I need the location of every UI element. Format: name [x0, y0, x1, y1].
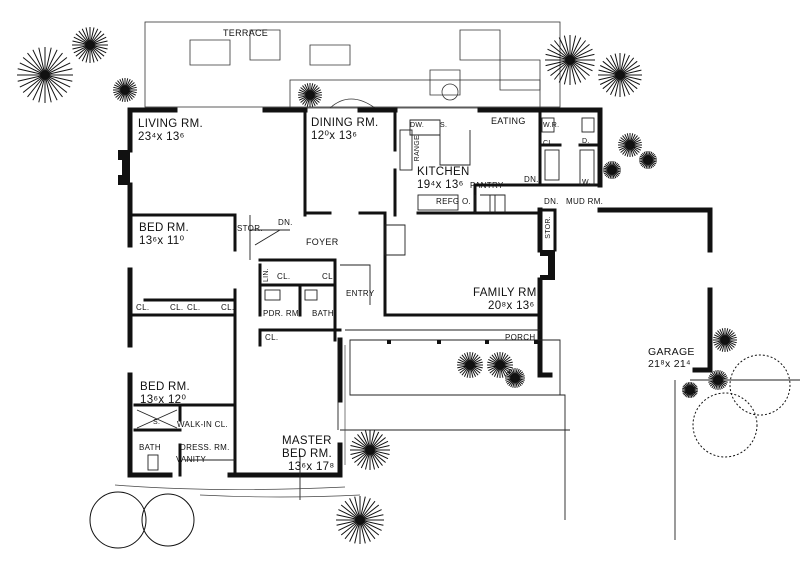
tree-icon	[505, 368, 525, 388]
hall-bath-label: BATH	[312, 309, 334, 318]
porch-posts	[387, 340, 538, 344]
tree-icon	[545, 35, 595, 85]
dressing-room-label: DRESS. RM.	[180, 443, 230, 452]
terrace	[144, 21, 561, 108]
closet-label: CL.	[187, 303, 201, 312]
garage-size: 21⁸x 21⁴	[648, 358, 691, 370]
eating-label: EATING	[491, 116, 526, 126]
hall-closet-label: CL.	[277, 272, 291, 281]
master-closet-label: CL.	[265, 333, 279, 342]
tree-icon	[618, 133, 642, 157]
bedroom-1-label: BED RM.	[139, 222, 190, 234]
planting-bed	[289, 79, 541, 109]
dining-room-label: DINING RM.	[311, 117, 379, 129]
linen-label: LIN.	[263, 268, 270, 283]
storage-label: STOR.	[545, 216, 552, 239]
stairs-down-label: DN.	[278, 218, 293, 227]
tree-canopy-icon	[141, 493, 195, 547]
garage-label: GARAGE	[648, 346, 695, 358]
stairs-down-label: DN.	[544, 197, 559, 206]
trees	[17, 27, 791, 549]
tree-icon	[457, 352, 483, 378]
washroom-label: W.R.	[543, 122, 560, 129]
tree-canopy-icon	[729, 354, 791, 416]
mud-room-label: MUD RM.	[566, 197, 604, 206]
refrigerator-label: REFG O.	[436, 197, 471, 206]
mud-closet-label: CL.	[543, 140, 555, 147]
closet-label: CL.	[170, 303, 184, 312]
bedroom-2-label: BED RM.	[140, 381, 191, 393]
tree-canopy-icon	[89, 491, 147, 549]
tree-icon	[350, 430, 390, 470]
vanity-label: VANITY	[176, 455, 207, 464]
kitchen-size: 19⁴x 13⁶	[417, 179, 464, 191]
walk-in-closet-label: WALK-IN CL.	[177, 420, 229, 429]
shower-label: S.	[153, 419, 161, 426]
tree-icon	[639, 151, 657, 169]
bedroom-2-size: 13⁶x 12⁰	[140, 394, 187, 406]
tree-icon	[113, 78, 137, 102]
porch-label: PORCH	[505, 333, 536, 342]
range-label: RANGE	[414, 135, 421, 162]
dining-room-size: 12⁰x 13⁶	[311, 130, 358, 142]
tree-icon	[603, 161, 621, 179]
bedroom-1-size: 13⁶x 11⁰	[139, 235, 185, 247]
master-bedroom-label: MASTER	[282, 435, 332, 447]
tree-icon	[336, 496, 384, 544]
master-bath-label: BATH	[139, 443, 161, 452]
dryer-label: D.	[582, 138, 590, 145]
stairs-down-label: DN.	[524, 175, 539, 184]
terrace-label: TERRACE	[223, 28, 269, 38]
closet-label: CL.	[136, 303, 150, 312]
dishwasher-label: DW.	[410, 122, 425, 129]
tree-canopy-icon	[692, 392, 758, 458]
master-bedroom-size: 13⁶x 17⁸	[288, 461, 335, 473]
master-bedroom-label-2: BED RM.	[282, 448, 333, 460]
closet-label: CL.	[221, 303, 235, 312]
foyer-label: FOYER	[306, 237, 339, 247]
entry-label: ENTRY	[346, 289, 375, 298]
shrubs	[114, 345, 361, 498]
fireplace	[118, 150, 555, 280]
washer-label: W.	[582, 179, 591, 186]
family-room-size: 20⁸x 13⁶	[488, 300, 535, 312]
hall-storage-label: STOR.	[237, 224, 263, 233]
tree-icon	[17, 47, 73, 103]
walls	[127, 107, 713, 478]
living-room-size: 23⁴x 13⁶	[138, 131, 185, 143]
tree-icon	[708, 370, 728, 390]
tree-icon	[487, 352, 513, 378]
tree-icon	[72, 27, 108, 63]
sink-label: S.	[440, 122, 448, 129]
tree-icon	[713, 328, 737, 352]
pantry-label: PANTRY	[470, 181, 504, 190]
tree-icon	[598, 53, 642, 97]
living-room-label: LIVING RM.	[138, 118, 203, 130]
tree-icon	[682, 382, 698, 398]
kitchen-label: KITCHEN	[417, 166, 470, 178]
tree-icon	[298, 83, 322, 107]
powder-room-label: PDR. RM.	[263, 309, 302, 318]
hall-closet-label: CL.	[322, 272, 336, 281]
family-room-label: FAMILY RM.	[473, 287, 541, 299]
